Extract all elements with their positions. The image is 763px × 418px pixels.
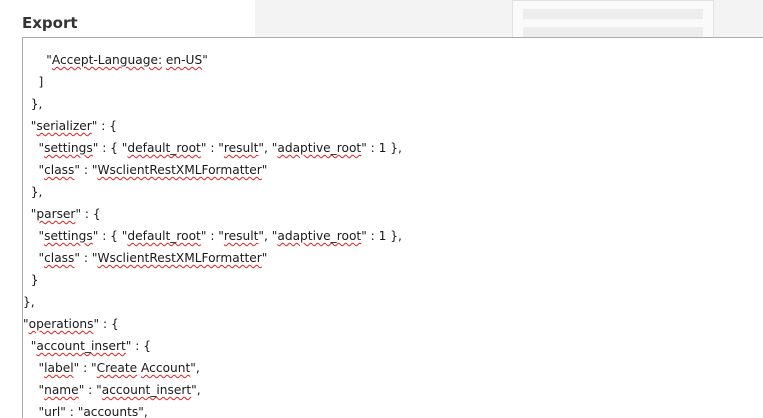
code-line: }, <box>23 295 35 309</box>
code-line: }, <box>23 97 43 111</box>
code-line: "settings" : { "default_root" : "result"… <box>23 141 402 155</box>
code-line: "operations" : { <box>23 317 119 331</box>
code-line: "name" : "account_insert", <box>23 383 201 397</box>
code-lines: "Accept-Language: en-US" ] }, "serialize… <box>23 49 402 418</box>
code-line: "label" : "Create Account", <box>23 361 200 375</box>
code-line: } <box>23 273 39 287</box>
export-code-textarea[interactable]: "Accept-Language: en-US" ] }, "serialize… <box>22 37 763 418</box>
background-list-line <box>523 27 703 37</box>
code-line: "Accept-Language: en-US" <box>23 53 208 67</box>
code-line: "serializer" : { <box>23 119 117 133</box>
code-line: "parser" : { <box>23 207 101 221</box>
code-line: ] <box>23 75 44 89</box>
code-line: "class" : "WsclientRestXMLFormatter" <box>23 251 268 265</box>
code-line: "account_insert" : { <box>23 339 151 353</box>
code-line: "url" : "accounts", <box>23 405 148 418</box>
code-line: "settings" : { "default_root" : "result"… <box>23 229 402 243</box>
background-list-line <box>523 9 703 19</box>
export-title: Export <box>22 14 78 32</box>
code-line: "class" : "WsclientRestXMLFormatter" <box>23 163 268 177</box>
code-line: }, <box>23 185 43 199</box>
